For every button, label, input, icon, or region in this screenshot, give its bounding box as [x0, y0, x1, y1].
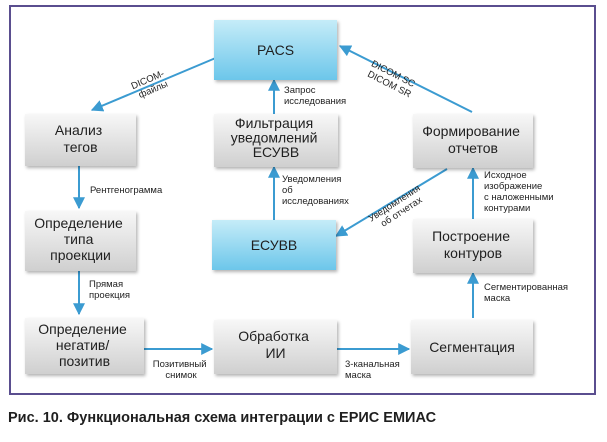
label-source-image: Исходное изображение с наложенными конту… [484, 170, 556, 214]
node-pacs-label: PACS [257, 42, 294, 58]
arrow-reports-to-pacs [338, 45, 473, 113]
node-filtering: Фильтрация уведомлений ЕСУВВ [214, 114, 338, 167]
node-analysis: Анализ тегов [25, 114, 136, 166]
node-ai-label: Обработка ИИ [238, 328, 313, 361]
node-filtering-label: Фильтрация уведомлений ЕСУВВ [231, 115, 322, 160]
arrow-pacs-to-analysis [90, 56, 219, 112]
node-segmentation-label: Сегментация [429, 339, 515, 355]
node-ai: Обработка ИИ [214, 320, 337, 374]
node-esuvv: ЕСУВВ [212, 220, 336, 270]
figure-caption: Рис. 10. Функциональная схема интеграции… [8, 410, 437, 426]
label-frontal: Прямая проекция [89, 279, 130, 301]
node-reports: Формирование отчетов [413, 114, 533, 168]
node-contours: Построение контуров [413, 219, 533, 273]
node-projection-label: Определение типа проекции [34, 215, 126, 263]
functional-diagram: PACS Анализ тегов Фильтрация уведомлений… [25, 20, 571, 381]
label-request: Запрос исследования [284, 85, 346, 107]
label-xray: Рентгенограмма [90, 185, 163, 196]
label-segmented-mask: Сегментированная маска [484, 282, 571, 304]
node-pacs: PACS [214, 20, 337, 80]
arrow-reports-to-esuvv [334, 168, 448, 237]
node-projection: Определение типа проекции [25, 211, 136, 271]
label-study-notifications: Уведомления об исследованиях [282, 174, 349, 207]
node-contours-label: Построение контуров [432, 228, 514, 261]
label-dicom-files: DICOM- файлы [130, 67, 173, 102]
node-esuvv-label: ЕСУВВ [251, 237, 298, 253]
node-negative-label: Определение негатив/ позитив [38, 321, 130, 369]
label-three-channel-mask: 3-канальная маска [345, 359, 402, 381]
node-analysis-label: Анализ тегов [55, 122, 106, 155]
node-reports-label: Формирование отчетов [422, 123, 524, 156]
node-segmentation: Сегментация [411, 320, 533, 374]
node-negative: Определение негатив/ позитив [25, 318, 144, 374]
label-dicom-sc-sr: DICOM SC DICOM SR [364, 58, 419, 100]
label-positive-image: Позитивный снимок [153, 359, 209, 381]
